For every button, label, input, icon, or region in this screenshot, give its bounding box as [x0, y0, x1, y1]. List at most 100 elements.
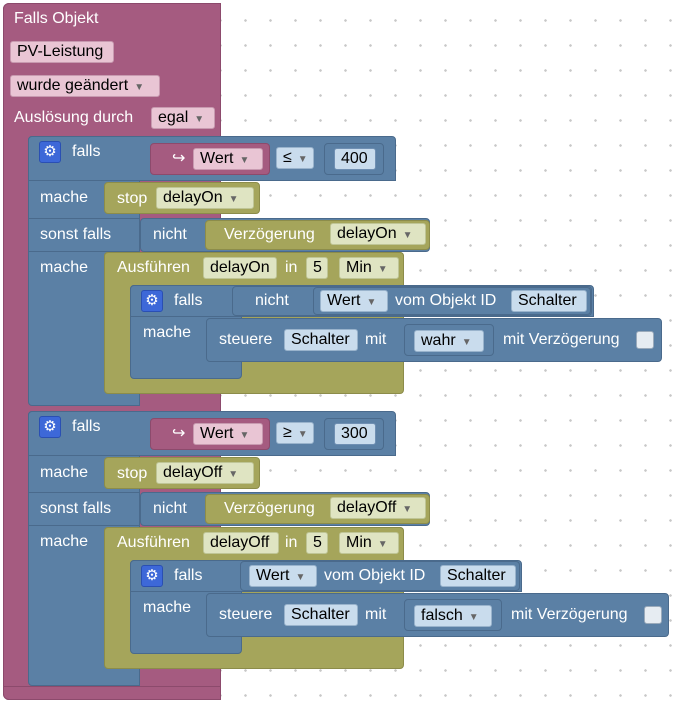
from-obj-label: vom Objekt ID [324, 567, 426, 584]
gear-icon[interactable]: ⚙ [141, 290, 163, 312]
delay-checkbox[interactable] [636, 331, 654, 349]
mit-label: mit [365, 331, 387, 348]
stop-timer-dropdown[interactable]: delayOff ▼ [156, 462, 254, 484]
exec-num-input[interactable]: 5 [306, 257, 328, 279]
trigger-value: wurde geändert [17, 77, 129, 94]
dropdown-arrow-icon: ▼ [295, 572, 306, 583]
exec-label: Ausführen [117, 259, 190, 276]
number-input[interactable]: 300 [334, 423, 376, 445]
exec-in-label: in [285, 259, 298, 276]
dropdown-arrow-icon: ▼ [366, 297, 377, 308]
control-target-chip[interactable]: Schalter [284, 604, 358, 626]
stop-timer: delayOff [163, 464, 223, 481]
exec-timer: delayOn [210, 259, 270, 276]
bool-value: wahr [421, 332, 456, 349]
exec-unit-dropdown[interactable]: Min ▼ [339, 257, 399, 279]
control-target: Schalter [291, 606, 350, 623]
control-target: Schalter [291, 331, 350, 348]
falls-label: falls [72, 418, 101, 435]
dropdown-arrow-icon: ▼ [402, 504, 413, 515]
timer-name-dropdown[interactable]: delayOff ▼ [330, 497, 426, 519]
stop-label: stop [117, 465, 148, 482]
return-arrow-icon: ↪ [172, 425, 186, 442]
stop-timer: delayOn [163, 189, 223, 206]
object-name: PV-Leistung [17, 43, 104, 60]
control-label: steuere [219, 331, 273, 348]
mache-label: mache [40, 533, 89, 550]
exec-timer-chip[interactable]: delayOff [203, 532, 279, 554]
gear-icon[interactable]: ⚙ [39, 416, 61, 438]
operator-dropdown[interactable]: ≥▼ [276, 422, 314, 444]
bool-dropdown[interactable]: wahr▼ [414, 330, 484, 352]
bool-value: falsch [421, 607, 463, 624]
exec-num: 5 [313, 259, 322, 276]
bool-dropdown[interactable]: falsch▼ [414, 605, 492, 627]
if-block-2-elseif-row [28, 492, 140, 526]
dropdown-arrow-icon: ▼ [239, 430, 250, 441]
nicht-label: nicht [153, 226, 187, 243]
obj-id-chip[interactable]: Schalter [440, 565, 516, 587]
obj-id: Schalter [518, 292, 577, 309]
obj-id-chip[interactable]: Schalter [511, 290, 587, 312]
trigger-dropdown[interactable]: wurde geändert ▼ [10, 75, 160, 97]
falls-label: falls [72, 143, 101, 160]
falls-label: falls [174, 292, 203, 309]
sonst-falls-label: sonst falls [40, 500, 112, 517]
operator-dropdown[interactable]: ≤▼ [276, 147, 314, 169]
nicht-label: nicht [255, 292, 289, 309]
exec-timer: delayOff [210, 534, 270, 551]
value-type: Wert [327, 292, 361, 309]
timer-name-dropdown[interactable]: delayOn ▼ [330, 223, 426, 245]
object-chip[interactable]: PV-Leistung [10, 41, 114, 63]
number-value: 300 [341, 425, 368, 442]
return-arrow-icon: ↪ [172, 150, 186, 167]
delay-checkbox[interactable] [644, 606, 662, 624]
dropdown-arrow-icon: ▼ [402, 230, 413, 241]
timer-name: delayOn [337, 225, 397, 242]
value-var-dropdown[interactable]: Wert▼ [193, 423, 263, 445]
dropdown-arrow-icon: ▼ [228, 469, 239, 480]
mache-label: mache [40, 464, 89, 481]
stop-label: stop [117, 190, 148, 207]
delay-label: mit Verzögerung [511, 606, 628, 623]
number-input[interactable]: 400 [334, 148, 376, 170]
exec-timer-chip[interactable]: delayOn [203, 257, 277, 279]
dropdown-arrow-icon: ▼ [377, 264, 388, 275]
operator: ≤ [283, 149, 292, 166]
gear-icon[interactable]: ⚙ [141, 565, 163, 587]
operator: ≥ [283, 424, 292, 441]
number-value: 400 [341, 150, 368, 167]
event-block-footer [3, 686, 221, 700]
dropdown-arrow-icon: ▼ [377, 539, 388, 550]
value-var: Wert [200, 150, 234, 167]
value-dropdown[interactable]: Wert ▼ [320, 290, 388, 312]
exec-num-input[interactable]: 5 [306, 532, 328, 554]
dropdown-arrow-icon: ▼ [134, 82, 145, 93]
mit-label: mit [365, 606, 387, 623]
falls-label: falls [174, 567, 203, 584]
dropdown-arrow-icon: ▼ [297, 154, 308, 165]
exec-unit: Min [346, 259, 372, 276]
value-var-dropdown[interactable]: Wert▼ [193, 148, 263, 170]
timer-label: Verzögerung [224, 500, 315, 517]
mache-label: mache [143, 599, 192, 616]
control-target-chip[interactable]: Schalter [284, 329, 358, 351]
gear-icon[interactable]: ⚙ [39, 141, 61, 163]
stop-timer-dropdown[interactable]: delayOn ▼ [156, 187, 254, 209]
timer-label: Verzögerung [224, 226, 315, 243]
event-title: Falls Objekt [14, 10, 99, 27]
dropdown-arrow-icon: ▼ [194, 114, 205, 125]
sonst-falls-label: sonst falls [40, 226, 112, 243]
if-block-1-elseif-row [28, 218, 140, 252]
exec-unit-dropdown[interactable]: Min ▼ [339, 532, 399, 554]
control-label: steuere [219, 606, 273, 623]
from-obj-label: vom Objekt ID [395, 292, 497, 309]
timer-name: delayOff [337, 499, 397, 516]
dropdown-arrow-icon: ▼ [228, 194, 239, 205]
exec-unit: Min [346, 534, 372, 551]
value-dropdown[interactable]: Wert▼ [249, 565, 317, 587]
exec-label: Ausführen [117, 534, 190, 551]
trigger-by-value: egal [158, 109, 189, 126]
trigger-by-dropdown[interactable]: egal ▼ [151, 107, 215, 129]
dropdown-arrow-icon: ▼ [297, 429, 308, 440]
